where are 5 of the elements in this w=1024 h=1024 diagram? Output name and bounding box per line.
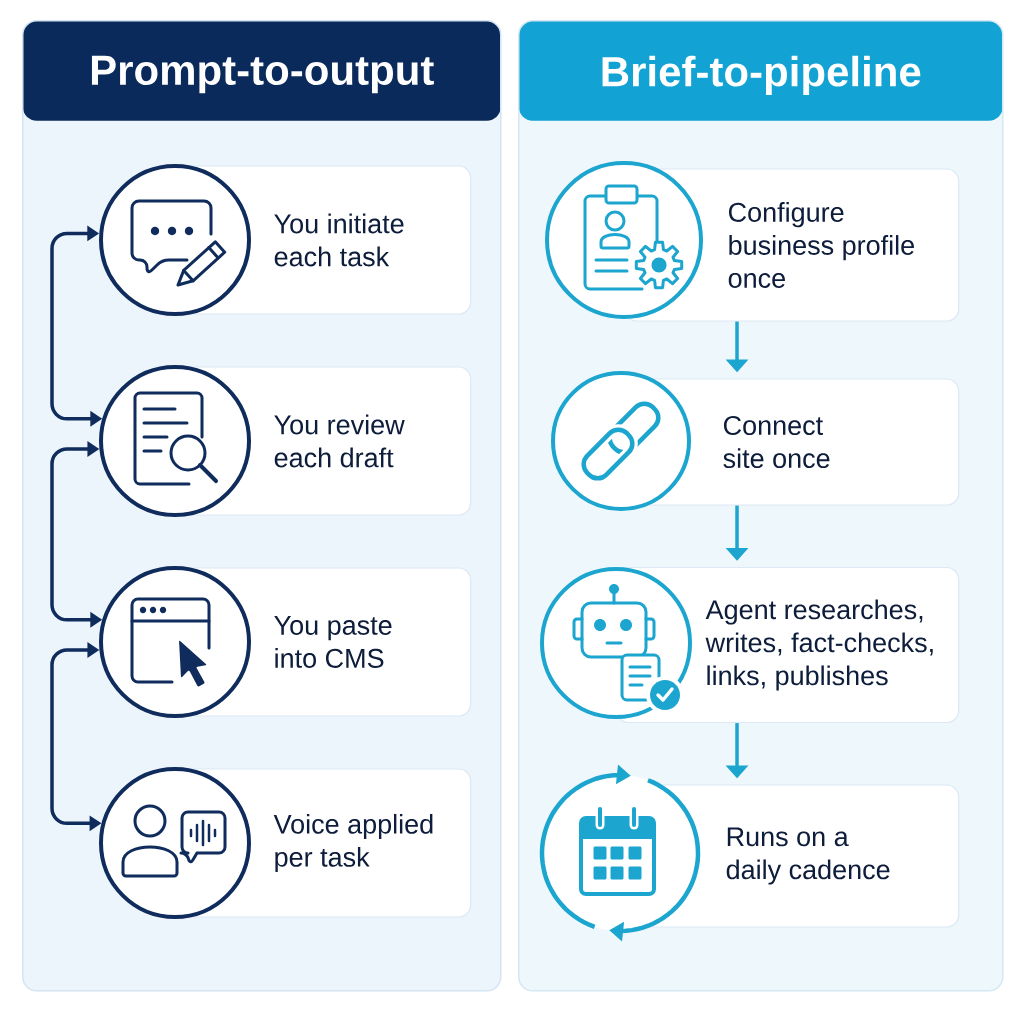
icon-circle [99, 164, 251, 316]
icon-circle [99, 365, 251, 517]
icon-circle [99, 566, 251, 718]
icon-circle [99, 767, 251, 919]
icon-circle [551, 371, 691, 511]
